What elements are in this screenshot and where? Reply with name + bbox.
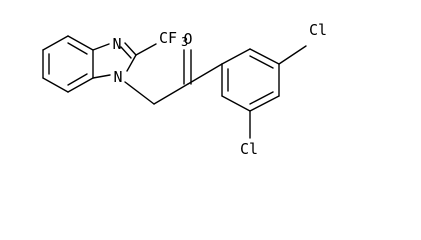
atom-n-ring: N	[113, 68, 122, 86]
dichlorophenyl-ring	[221, 48, 280, 112]
atom-n-imine: N	[112, 35, 121, 53]
benzo-ring	[42, 35, 94, 93]
imidazole-ring	[92, 42, 137, 79]
carbonyl-bond	[183, 49, 192, 85]
bond-carbonyl-phenyl	[187, 63, 223, 85]
atom-carbonyl-o: O	[183, 30, 192, 48]
atom-cf3-subscript: 3	[181, 35, 188, 49]
molecule-structure: N N CF 3 O Cl Cl	[42, 21, 327, 158]
linker-chain	[124, 81, 189, 105]
atom-cl-ortho: Cl	[240, 140, 258, 158]
atom-cl-para: Cl	[309, 21, 327, 39]
atom-cf3-c: CF	[159, 29, 177, 47]
bond-cl-para	[278, 45, 307, 65]
bond-c2-cf3	[135, 43, 157, 56]
